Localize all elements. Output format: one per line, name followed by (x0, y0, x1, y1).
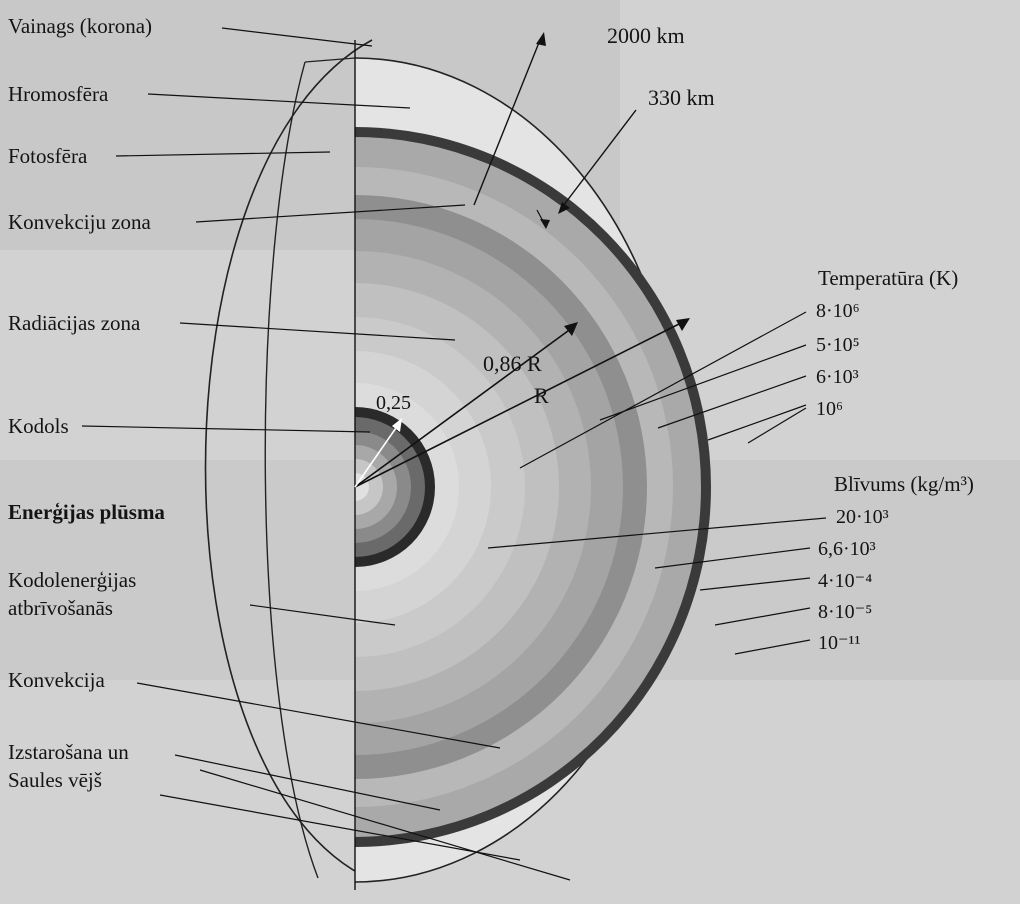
temperature-value: 10⁶ (816, 398, 843, 420)
leader-chromosphere (147, 93, 411, 109)
label-convection: Konvekcija (8, 668, 105, 692)
label-radiation-2: Saules vējš (8, 768, 102, 792)
temperature-title: Temperatūra (K) (818, 266, 959, 290)
density-title: Blīvums (kg/m³) (834, 472, 974, 496)
leader-photosphere (115, 151, 331, 157)
label-energy-flow: Enerģijas plūsma (8, 500, 165, 524)
leader-d5 (734, 639, 811, 655)
label-radiation-1: Izstarošana un (8, 740, 129, 764)
label-radiation-zone: Radiācijas zona (8, 311, 141, 335)
leader-convection (136, 682, 501, 749)
corona-outline (204, 39, 373, 881)
radius-arrow-086r (354, 327, 573, 488)
density-value: 10⁻¹¹ (818, 632, 861, 654)
label-nuclear-release-2: atbrīvošanās (8, 596, 113, 620)
radius-arrow-r (354, 321, 684, 488)
leader-nuclear (249, 604, 396, 626)
leader-t1 (519, 311, 807, 469)
density-value: 8·10⁻⁵ (818, 601, 873, 623)
leader-t5 (747, 407, 807, 444)
leader-radiation (174, 754, 441, 811)
leader-d3 (699, 577, 811, 591)
leader-d2 (654, 547, 811, 569)
leader-t2 (599, 344, 807, 421)
temperature-value: 5·10⁵ (816, 334, 860, 356)
density-value: 20·10³ (836, 506, 889, 528)
temperature-value: 6·10³ (816, 366, 859, 388)
leader-core (81, 425, 371, 433)
leader-corona (221, 27, 373, 47)
label-r: R (534, 383, 549, 408)
density-value: 4·10⁻⁴ (818, 570, 873, 592)
leader-radiation-zone (179, 322, 456, 341)
label-photosphere: Fotosfēra (8, 144, 88, 168)
leader-convection-zone (195, 204, 466, 223)
leader-d1 (487, 517, 827, 549)
label-2000km: 2000 km (607, 23, 685, 48)
label-330km: 330 km (648, 85, 715, 110)
leader-t4 (707, 404, 807, 441)
label-nuclear-release-1: Kodolenerģijas (8, 568, 137, 592)
label-086r: 0,86 R (483, 351, 542, 376)
label-025: 0,25 (376, 392, 411, 414)
radius-arrow-025 (354, 424, 399, 488)
label-chromosphere: Hromosfēra (8, 82, 109, 106)
label-corona: Vainags (korona) (8, 14, 153, 38)
label-convection-zone: Konvekciju zona (8, 210, 151, 234)
leader-d4 (714, 607, 811, 626)
temperature-value: 8·10⁶ (816, 300, 860, 322)
label-core: Kodols (8, 414, 69, 438)
density-value: 6,6·10³ (818, 538, 876, 560)
leader-t3 (657, 375, 807, 429)
